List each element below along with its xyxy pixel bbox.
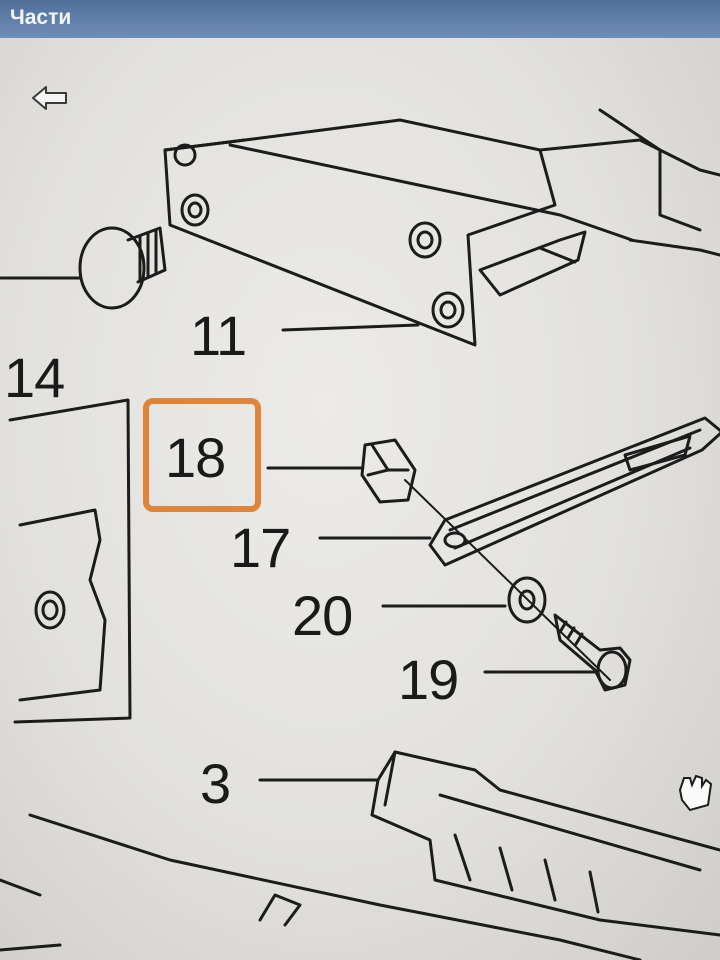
callout-11[interactable]: 11	[190, 304, 247, 367]
part-17-trim-strip	[318, 416, 720, 567]
exploded-parts-drawing	[0, 108, 720, 960]
callout-20[interactable]: 20	[292, 584, 353, 647]
back-arrow-icon[interactable]	[30, 84, 70, 112]
window-titlebar: Части	[0, 0, 720, 39]
callout-3[interactable]: 3	[200, 752, 231, 815]
window-title: Части	[10, 6, 72, 29]
part-14-panel	[8, 398, 132, 724]
callout-18[interactable]: 18	[165, 426, 226, 489]
part-clip-left	[0, 226, 167, 310]
parts-diagram-canvas[interactable]: 11 14 18 17 20 19 3	[0, 38, 720, 960]
part-20-washer	[381, 576, 547, 624]
part-3-bracket	[0, 750, 720, 960]
callout-19[interactable]: 19	[398, 648, 459, 711]
callout-17[interactable]: 17	[230, 516, 291, 579]
part-11-bracket	[163, 108, 720, 347]
part-19-screw	[483, 613, 632, 692]
hand-cursor-icon	[678, 774, 713, 812]
part-18-clip-nut	[266, 438, 417, 504]
callout-14[interactable]: 14	[4, 346, 65, 409]
callout-18-highlight	[143, 398, 261, 512]
